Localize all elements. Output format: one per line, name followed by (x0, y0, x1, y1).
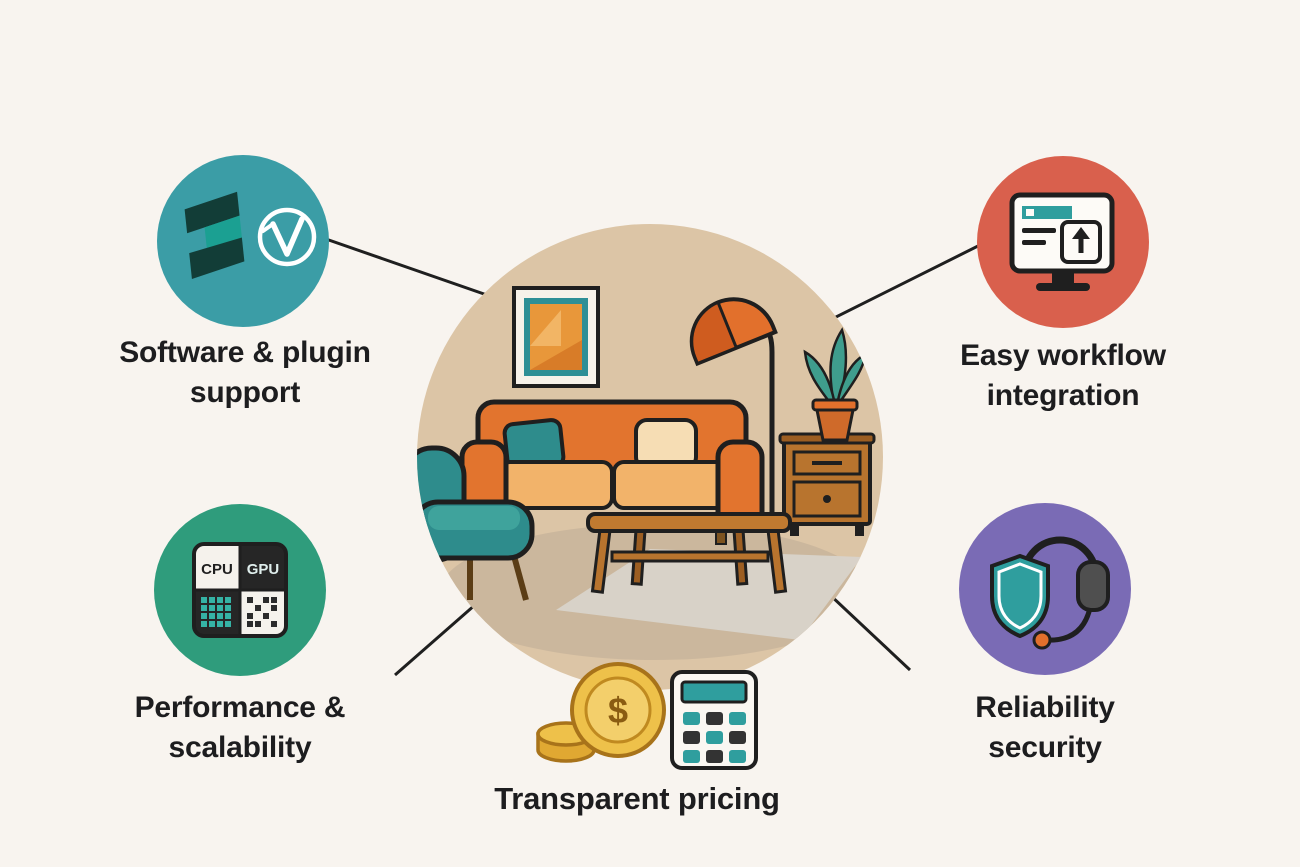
software-plugin-label-line2: support (189, 375, 301, 409)
cpu-label: CPU (201, 561, 233, 578)
workflow-label-line2: integration (986, 378, 1140, 412)
calculator-icon (670, 670, 758, 770)
workflow-label-line1: Easy workflow (960, 339, 1166, 372)
workflow-integration-icon (977, 156, 1149, 328)
reliability-label-line2: security (988, 730, 1102, 764)
gpu-label: GPU (247, 561, 280, 578)
side-cabinet (778, 432, 876, 536)
reliability-label-line1: Reliability (975, 691, 1115, 724)
dollar-coin-icon: $ (570, 662, 666, 758)
workflow-label: Easy workflow integration (863, 336, 1263, 415)
potted-plant (803, 327, 868, 442)
living-room-scene (417, 224, 883, 690)
render-plugin-logo-icon (257, 207, 317, 267)
performance-label: Performance & scalability (40, 688, 440, 767)
pricing-label-line1: Transparent pricing (494, 781, 780, 816)
pricing-label: Transparent pricing (437, 779, 837, 820)
reliability-label: Reliability security (845, 688, 1245, 767)
monitor-upload-icon (1009, 192, 1115, 291)
shield-icon (990, 553, 1050, 639)
pricing-icons: $ (536, 662, 758, 770)
performance-scalability-icon: CPU GPU (154, 504, 326, 676)
software-icon-circle (157, 155, 329, 327)
performance-label-line2: scalability (168, 730, 312, 764)
dollar-symbol: $ (608, 690, 628, 731)
headset-icon (1020, 536, 1110, 650)
cpu-gpu-icon: CPU GPU (192, 542, 288, 638)
modeling-software-logo-icon (184, 191, 245, 279)
software-plugin-icon (157, 155, 329, 327)
software-plugin-label: Software & plugin support (45, 333, 445, 412)
reliability-security-icon (959, 503, 1131, 675)
performance-label-line1: Performance & (134, 691, 346, 724)
software-plugin-label-line1: Software & plugin (119, 336, 371, 369)
wall-picture (512, 286, 600, 388)
coffee-table (586, 512, 792, 594)
